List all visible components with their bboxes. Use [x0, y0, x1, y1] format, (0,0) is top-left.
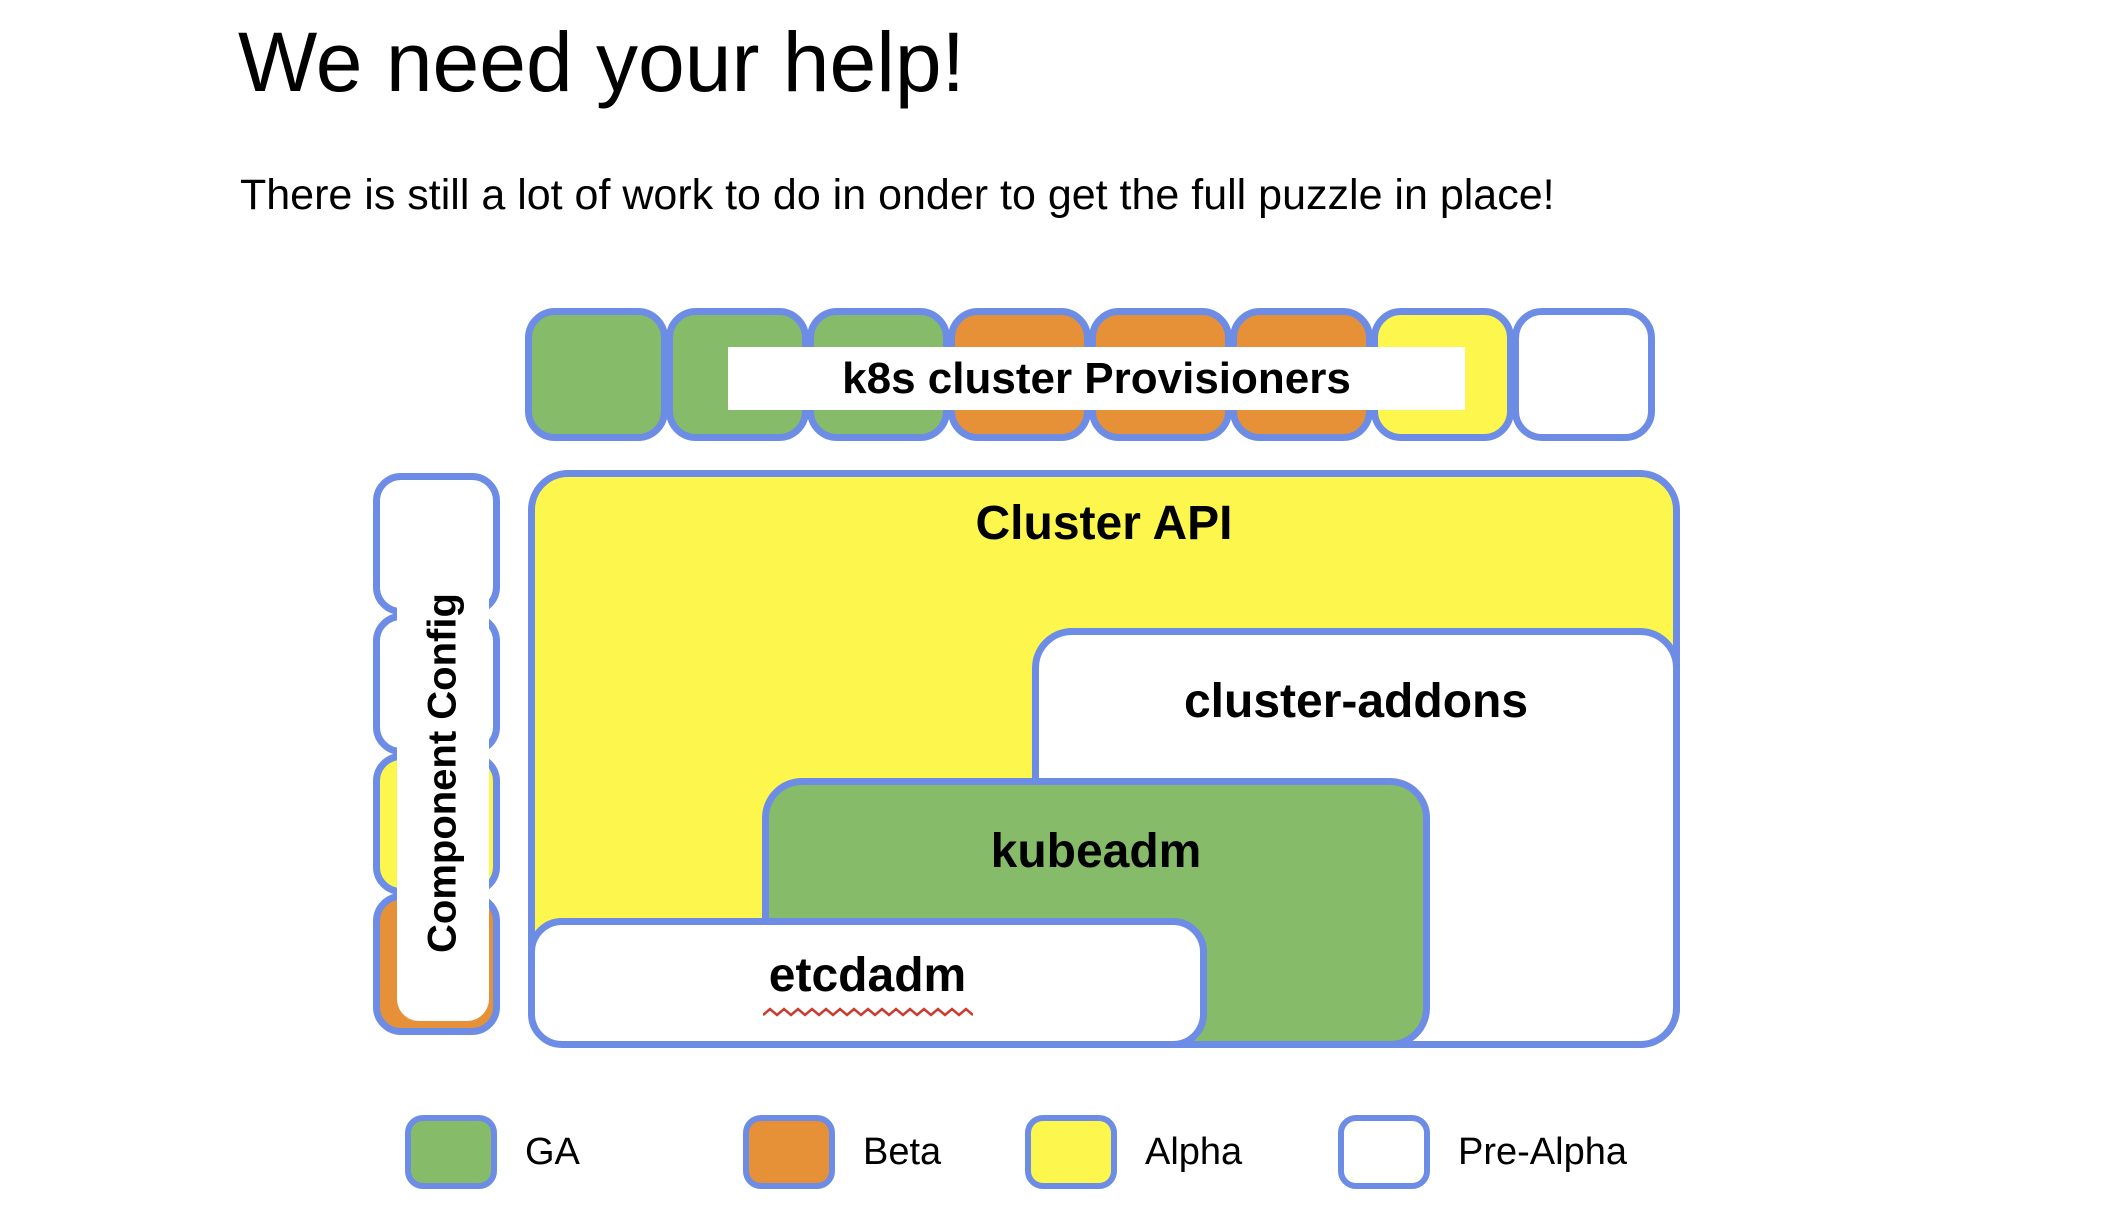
- page-subtitle: There is still a lot of work to do in on…: [240, 171, 1555, 219]
- page-title: We need your help!: [238, 15, 965, 109]
- legend-label-ga: GA: [525, 1130, 580, 1173]
- legend-label-beta: Beta: [863, 1130, 942, 1173]
- legend-swatch-prealpha: [1338, 1115, 1430, 1189]
- legend-item-ga: GA: [405, 1113, 580, 1191]
- legend-label-alpha: Alpha: [1145, 1130, 1243, 1173]
- legend-label-prealpha: Pre-Alpha: [1458, 1130, 1627, 1173]
- provisioner-square: [1512, 308, 1655, 441]
- legend-item-alpha: Alpha: [1025, 1113, 1242, 1191]
- cluster-api-label: Cluster API: [975, 497, 1233, 550]
- spellcheck-squiggle-icon: [762, 1006, 973, 1017]
- legend-swatch-alpha: [1025, 1115, 1117, 1189]
- provisioners-row-label: k8s cluster Provisioners: [728, 347, 1465, 410]
- legend-swatch-beta: [743, 1115, 835, 1189]
- etcdadm-label: etcdadm: [762, 947, 973, 1017]
- etcdadm-box: etcdadm: [528, 918, 1207, 1048]
- legend-item-prealpha: Pre-Alpha: [1338, 1113, 1627, 1191]
- etcdadm-text: etcdadm: [768, 949, 967, 1002]
- kubeadm-label: kubeadm: [990, 825, 1202, 878]
- cluster-addons-label: cluster-addons: [1183, 675, 1529, 728]
- provisioner-square: [525, 308, 668, 441]
- component-config-label: Component Config: [397, 525, 489, 1021]
- legend-swatch-ga: [405, 1115, 497, 1189]
- legend-item-beta: Beta: [743, 1113, 941, 1191]
